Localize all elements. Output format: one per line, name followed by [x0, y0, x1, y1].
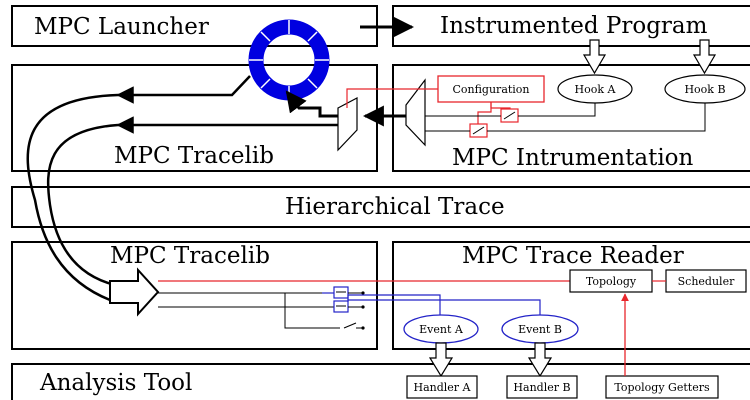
analysis-tool-label: Analysis Tool	[39, 370, 192, 396]
launcher-box	[11, 5, 378, 47]
ring-icon	[248, 19, 330, 101]
instrumented-program-box	[392, 5, 750, 47]
config-link	[477, 102, 492, 124]
topology-getters-label: Topology Getters	[614, 381, 710, 394]
instrumented-program-label: Instrumented Program	[440, 13, 708, 39]
configuration-node	[437, 75, 545, 103]
topology-getters-node	[605, 375, 719, 399]
tracelib-bottom-label: MPC Tracelib	[110, 243, 270, 269]
config-link	[346, 88, 438, 108]
hollow-arrow-icon	[109, 267, 160, 317]
topology-label: Topology	[586, 275, 637, 288]
handler-b-label: Handler B	[513, 381, 570, 394]
handler-b-node	[506, 375, 578, 399]
event-b-label: Event B	[518, 323, 562, 336]
funnel-icon	[337, 97, 358, 152]
configuration-label: Configuration	[452, 83, 529, 96]
hook-b-label: Hook B	[684, 83, 725, 96]
hook-a-label: Hook A	[575, 83, 617, 96]
funnel-icon	[405, 78, 426, 147]
launcher-label: MPC Launcher	[34, 14, 209, 40]
switch-icon	[469, 108, 519, 138]
hollow-arrow-icon	[582, 39, 717, 75]
hierarchical-trace-label: Hierarchical Trace	[285, 194, 505, 220]
trace-reader-label: MPC Trace Reader	[462, 243, 684, 269]
tracelib-top-label: MPC Tracelib	[114, 143, 274, 169]
hierarchical-trace-box	[11, 186, 750, 228]
hollow-arrow-icon	[428, 342, 553, 378]
to-ring-arrow	[285, 90, 338, 118]
handler-a-label: Handler A	[413, 381, 471, 394]
tracelib-top-box	[11, 64, 378, 172]
event-a-label: Event A	[419, 323, 464, 336]
scheduler-label: Scheduler	[678, 275, 735, 288]
handler-a-node	[406, 375, 478, 399]
instrumentation-label: MPC Intrumentation	[452, 145, 694, 171]
